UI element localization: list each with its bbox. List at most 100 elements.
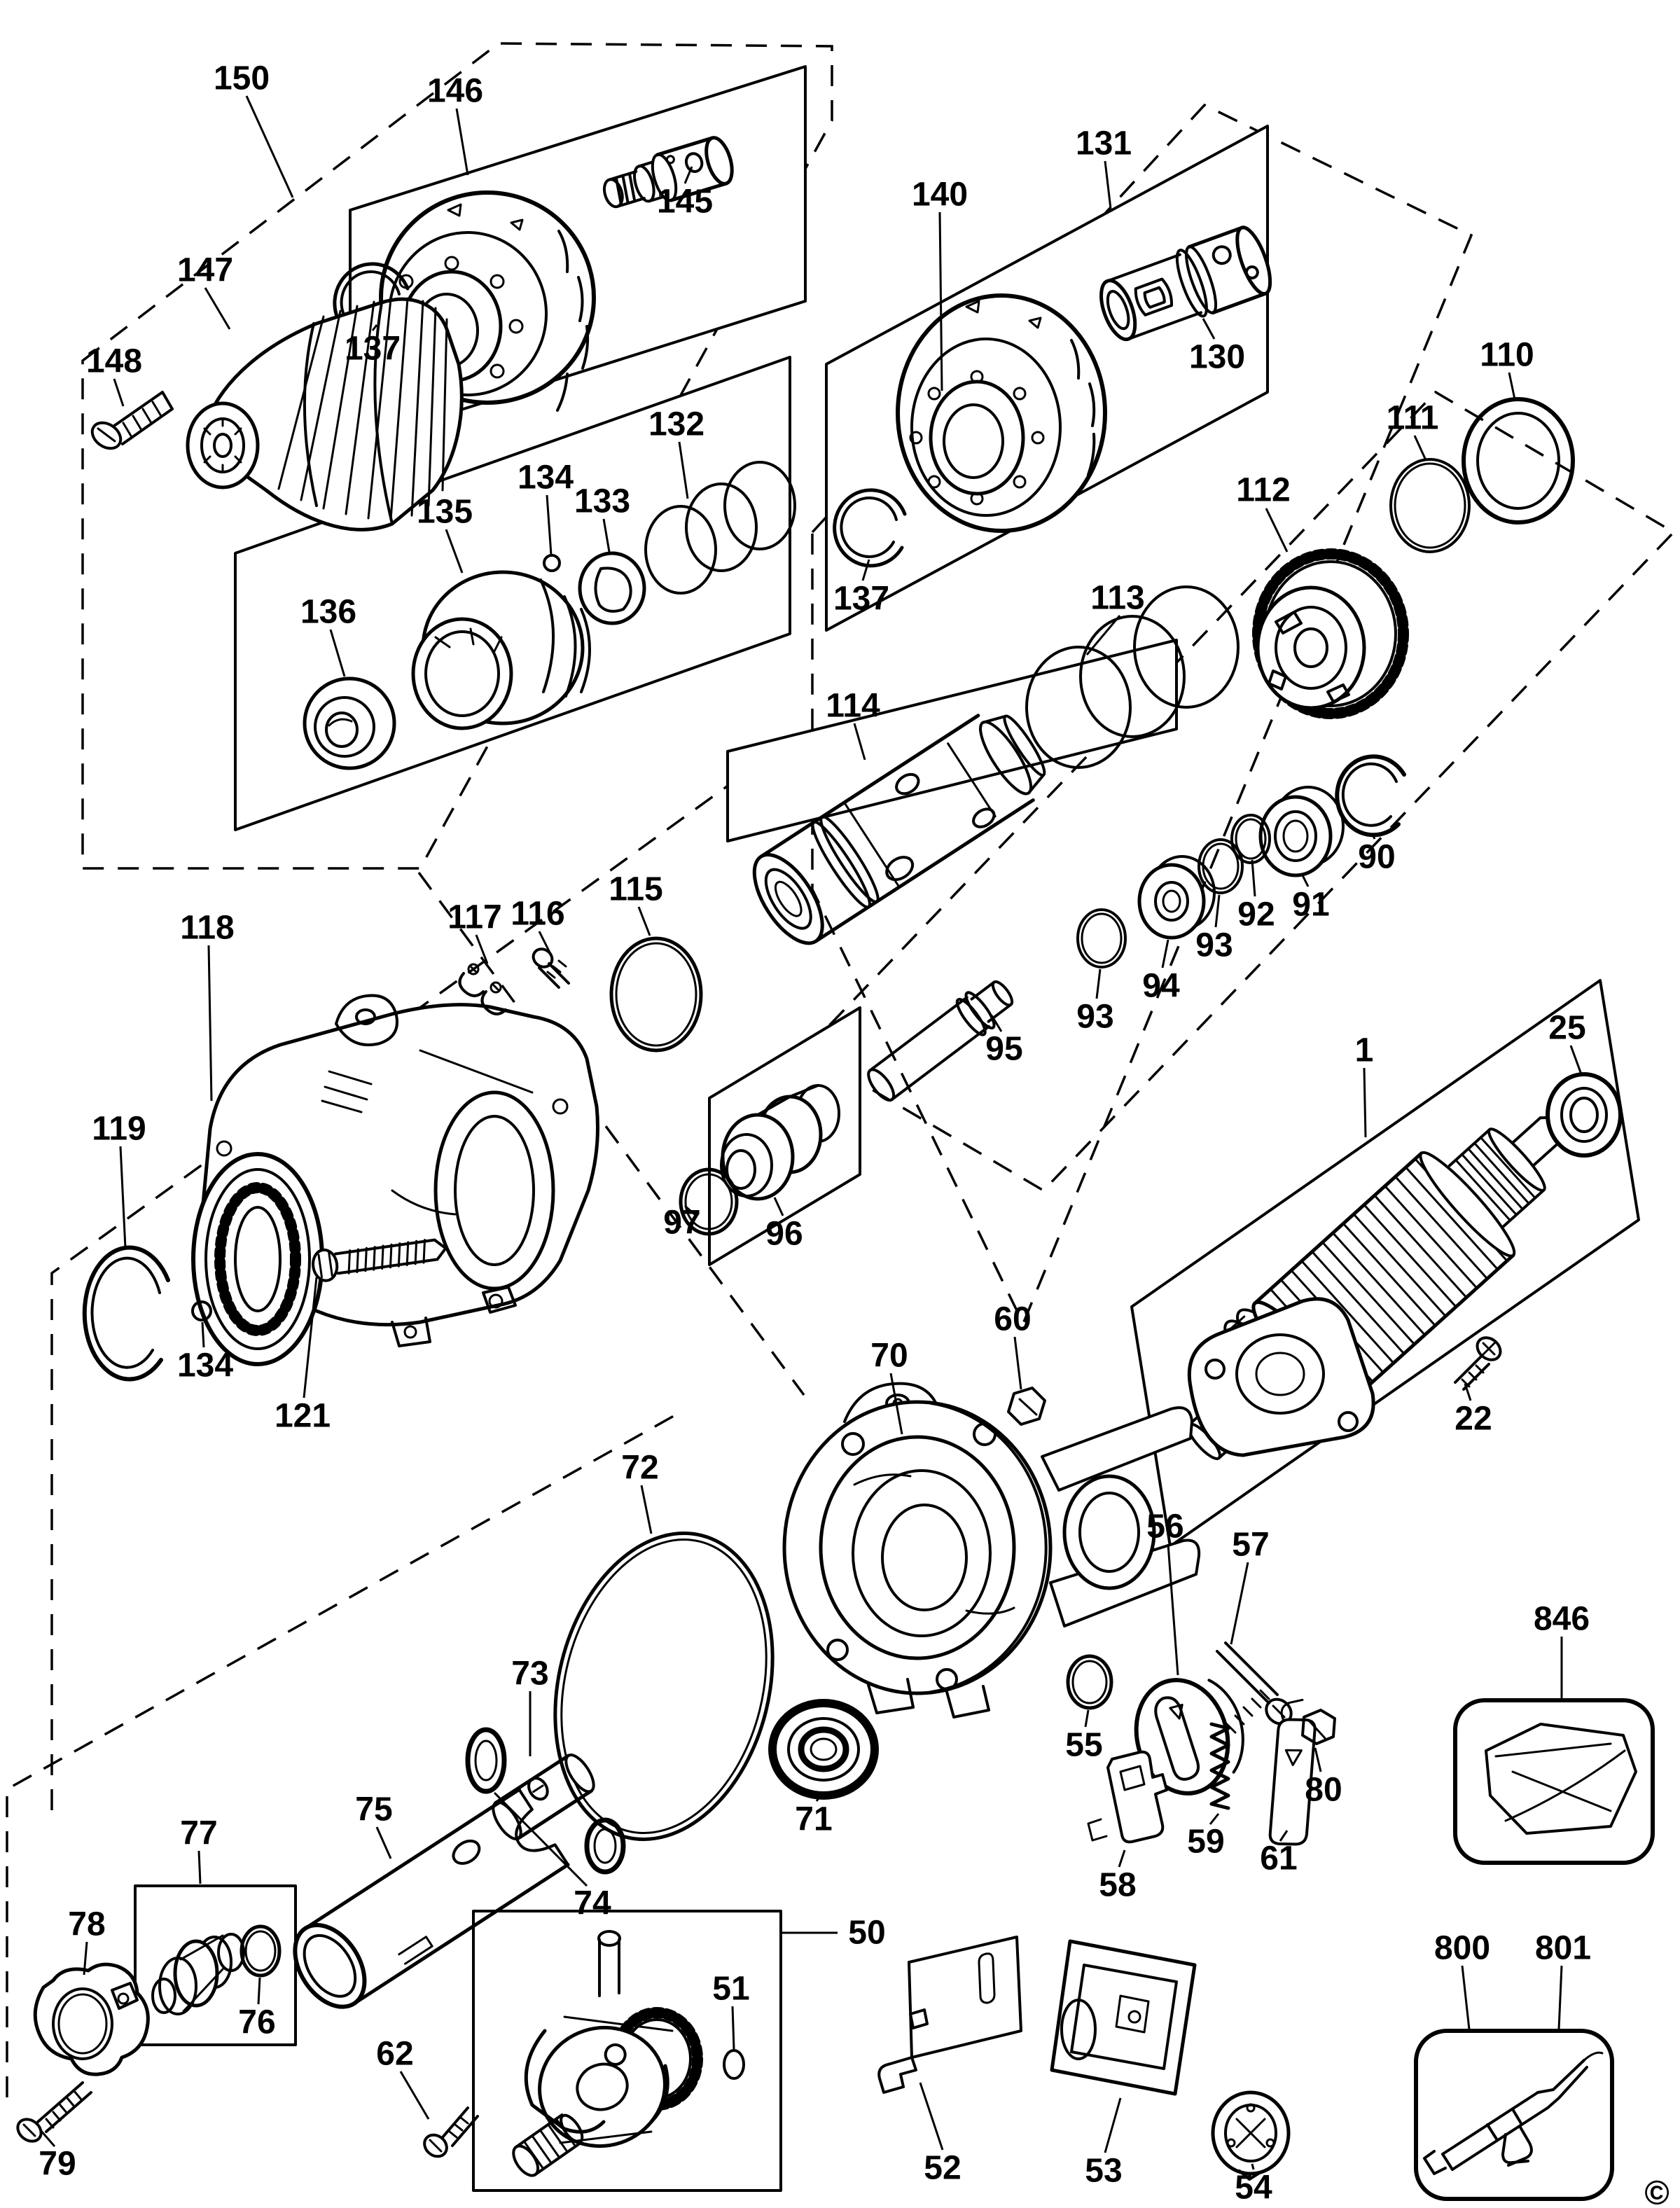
leader-line-60 xyxy=(1013,1336,1022,1390)
part-137-retaining-ring-mid xyxy=(833,488,907,568)
leader-line-53 xyxy=(1104,2097,1122,2153)
part-label-54: 54 xyxy=(1235,2169,1272,2207)
part-label-96: 96 xyxy=(765,1216,803,1253)
leader-line-115 xyxy=(637,906,651,936)
part-74-o-ring-right xyxy=(584,1817,626,1875)
leader-line-150 xyxy=(245,95,294,198)
part-22-screw xyxy=(1454,1336,1502,1391)
part-846-grease-pouch xyxy=(1485,1723,1637,1835)
part-78-clamp xyxy=(33,1962,150,2076)
leader-line-78 xyxy=(83,1941,88,1976)
part-label-22: 22 xyxy=(1455,1401,1492,1438)
part-label-801: 801 xyxy=(1535,1930,1591,1967)
part-label-133: 133 xyxy=(574,483,630,520)
part-145-adapter xyxy=(602,136,734,209)
part-label-77: 77 xyxy=(180,1815,217,1852)
leader-line-147 xyxy=(204,287,231,330)
leader-line-77 xyxy=(197,1850,202,1884)
leader-line-93 xyxy=(1214,894,1221,928)
leader-line-145 xyxy=(683,166,693,184)
part-115-o-ring xyxy=(609,936,703,1053)
leader-line-55 xyxy=(1084,1709,1090,1728)
part-71-bearing xyxy=(768,1699,880,1800)
part-136-bearing xyxy=(303,676,396,770)
part-label-57: 57 xyxy=(1232,1527,1269,1564)
part-label-121: 121 xyxy=(275,1398,331,1435)
leader-line-113 xyxy=(1085,615,1121,655)
part-label-110: 110 xyxy=(1480,337,1534,374)
part-label-148: 148 xyxy=(86,343,142,380)
leader-line-137-2 xyxy=(861,559,870,581)
part-label-55: 55 xyxy=(1065,1727,1102,1764)
part-72-o-ring-large xyxy=(553,1532,775,1841)
part-61-lever xyxy=(1268,1698,1317,1846)
leader-line-94 xyxy=(1161,939,1169,968)
part-112-clutch-gear xyxy=(1252,548,1409,719)
part-label-114: 114 xyxy=(826,688,880,725)
part-96-ram xyxy=(720,1084,840,1201)
part-label-147: 147 xyxy=(177,252,233,289)
part-110-ring xyxy=(1462,397,1575,525)
part-135-thread-collar xyxy=(411,570,591,730)
part-label-145: 145 xyxy=(657,183,713,221)
leader-line-135 xyxy=(445,529,464,574)
part-label-70: 70 xyxy=(870,1338,908,1375)
part-label-61: 61 xyxy=(1260,1840,1297,1877)
part-133-washer xyxy=(578,551,646,625)
part-53-switch xyxy=(1050,1939,1197,2096)
part-label-137: 137 xyxy=(345,331,401,368)
part-119-snap-ring xyxy=(82,1245,170,1382)
part-label-58: 58 xyxy=(1099,1867,1136,1904)
leader-line-52 xyxy=(919,2082,944,2151)
part-label-73: 73 xyxy=(511,1655,548,1693)
part-label-136: 136 xyxy=(300,594,356,631)
leader-line-133 xyxy=(602,518,611,553)
part-1-armature xyxy=(1186,1116,1564,1460)
part-130-spindle xyxy=(1099,225,1272,342)
part-97-o-ring xyxy=(679,1167,739,1236)
part-label-115: 115 xyxy=(609,871,662,908)
leader-line-111 xyxy=(1413,435,1427,461)
part-label-97: 97 xyxy=(663,1204,700,1242)
part-label-119: 119 xyxy=(92,1111,146,1148)
leader-line-801 xyxy=(1557,1965,1563,2030)
part-label-134-2: 134 xyxy=(177,1347,233,1384)
part-59-spring xyxy=(1209,1722,1230,1810)
leader-line-25 xyxy=(1569,1045,1583,1075)
part-91-bushing xyxy=(1258,786,1345,877)
leader-line-93-2 xyxy=(1095,968,1102,999)
part-93-o-ring-b xyxy=(1076,908,1127,968)
copyright-symbol: © xyxy=(1644,2175,1669,2208)
leader-line-137 xyxy=(371,324,378,331)
part-147-chuck xyxy=(186,297,464,532)
part-90-snap-ring xyxy=(1335,754,1406,838)
leader-line-76 xyxy=(257,1977,261,2005)
leader-line-121 xyxy=(303,1277,318,1398)
leader-line-79 xyxy=(39,2130,56,2147)
leader-line-72 xyxy=(640,1485,653,1534)
part-131-chuck-collar xyxy=(896,293,1107,533)
leader-line-117 xyxy=(475,934,489,964)
part-148-screw xyxy=(90,391,174,450)
part-label-93: 93 xyxy=(1195,927,1233,964)
part-label-118: 118 xyxy=(180,910,234,947)
leader-line-71 xyxy=(815,1795,822,1802)
part-55-o-ring xyxy=(1066,1654,1113,1710)
leader-line-136 xyxy=(329,629,346,677)
dashed-box-hammer-train xyxy=(803,390,1676,1193)
leader-line-56 xyxy=(1167,1543,1179,1676)
leader-line-116 xyxy=(538,931,552,954)
part-label-91: 91 xyxy=(1292,887,1329,924)
part-75-guide-tube xyxy=(293,1787,570,2009)
part-label-74: 74 xyxy=(574,1885,611,1922)
part-label-59: 59 xyxy=(1187,1824,1224,1861)
part-121-screw-long xyxy=(312,1238,447,1282)
part-95-striker-pin xyxy=(867,980,1014,1102)
leader-line-80 xyxy=(1314,1747,1322,1772)
leader-line-90 xyxy=(1371,834,1376,840)
part-label-846: 846 xyxy=(1534,1601,1590,1638)
subassembly-box-114 xyxy=(726,639,1178,842)
part-label-50: 50 xyxy=(848,1915,885,1952)
leader-line-70 xyxy=(889,1373,903,1435)
